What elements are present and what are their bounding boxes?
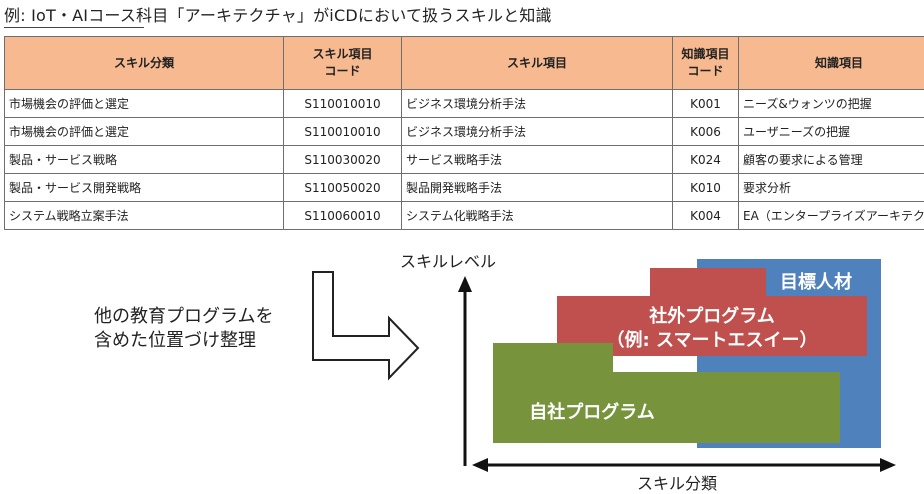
x-axis-right-arrowhead: [880, 458, 896, 472]
y-axis-label: スキルレベル: [400, 248, 496, 272]
y-axis-arrowhead: [458, 276, 472, 292]
x-axis-label: スキル分類: [637, 470, 717, 494]
external-program-label-line1: 社外プログラム: [557, 302, 867, 328]
x-axis-left-arrowhead: [472, 458, 488, 472]
target-talent-label: 目標人材: [780, 268, 852, 294]
bent-arrow-icon: [313, 272, 418, 378]
internal-program-block-top: [493, 343, 613, 373]
internal-program-label: 自社プログラム: [493, 398, 691, 424]
external-program-block-top: [650, 268, 766, 298]
